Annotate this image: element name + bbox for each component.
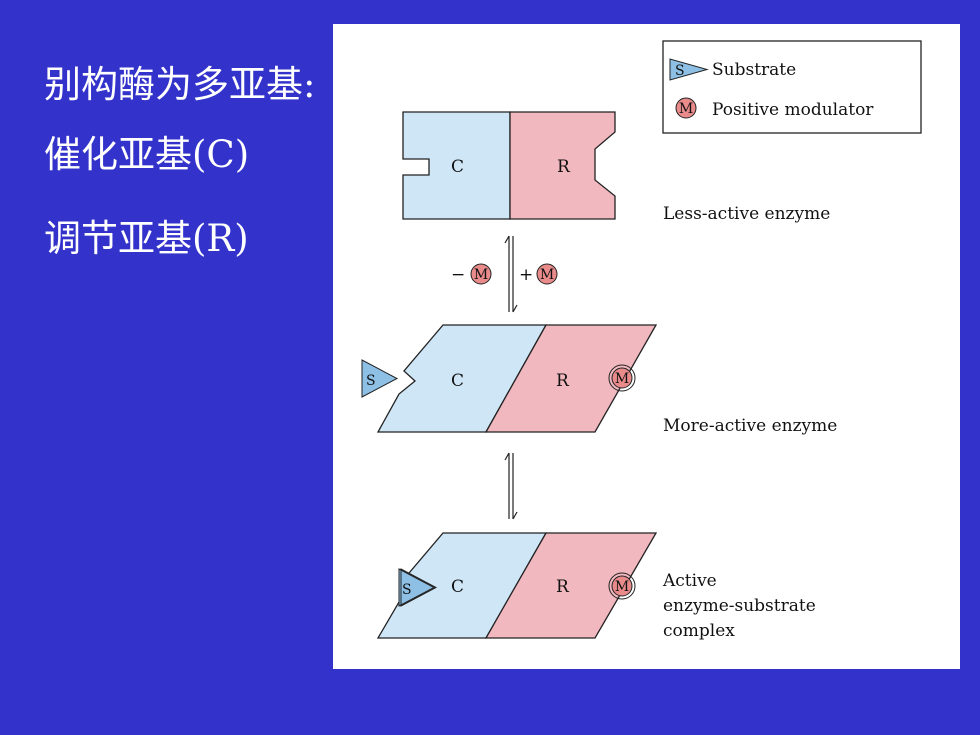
state-label-complex-line2: enzyme-substrate — [663, 596, 816, 616]
regulatory-label: R — [556, 577, 570, 597]
modulator-icon — [611, 367, 633, 389]
bullet-allosteric-multisubunit: 别构酶为多亚基: — [44, 63, 316, 106]
equilibrium-arrow-icon — [504, 452, 518, 520]
legend-modulator-label: Positive modulator — [712, 100, 874, 120]
modulator-symbol: M — [615, 371, 629, 387]
catalytic-label: C — [451, 577, 464, 597]
bullet-list: 别构酶为多亚基: 催化亚基(C) 调节亚基(R) — [44, 62, 334, 262]
state-label-complex-line3: complex — [663, 621, 735, 641]
equilibrium-arrow-icon — [504, 235, 518, 313]
substrate-bound-icon — [398, 568, 436, 607]
regulatory-label: R — [557, 157, 571, 177]
enzyme-substrate-complex: C R M S — [376, 532, 658, 639]
state-label-more-active: More-active enzyme — [663, 416, 837, 436]
substrate-symbol: S — [366, 373, 376, 389]
regulatory-subunit — [509, 111, 616, 220]
regulatory-subunit — [484, 532, 658, 639]
legend-box — [662, 40, 922, 134]
modulator-symbol: M — [615, 579, 629, 595]
bullet-catalytic-subunit: 催化亚基(C) — [44, 133, 250, 176]
substrate-outline — [400, 568, 438, 607]
minus-sign: − — [451, 265, 465, 285]
catalytic-label: C — [451, 371, 464, 391]
substrate-icon — [361, 359, 399, 398]
modulator-icon — [675, 97, 697, 119]
bullet-regulatory-subunit: 调节亚基(R) — [44, 217, 249, 260]
regulatory-label: R — [556, 371, 570, 391]
modulator-site-ring — [608, 572, 636, 600]
modulator-site-ring — [608, 364, 636, 392]
legend-substrate-label: Substrate — [712, 60, 796, 80]
regulatory-subunit — [484, 324, 658, 433]
legend-modulator-symbol: M — [679, 101, 693, 117]
allosteric-enzyme-figure: S Substrate M Positive modulator C R Les… — [333, 24, 960, 669]
plus-sign: + — [519, 265, 533, 285]
less-active-enzyme: C R — [402, 111, 616, 220]
modulator-released-icon — [470, 263, 492, 285]
state-label-complex-line1: Active — [662, 571, 717, 591]
figure-svg: S Substrate M Positive modulator C R Les… — [361, 40, 922, 641]
substrate-icon — [669, 58, 709, 81]
legend-substrate-symbol: S — [675, 63, 685, 79]
modulator-bound-symbol: M — [540, 267, 554, 283]
modulator-released-symbol: M — [474, 267, 488, 283]
legend: S Substrate M Positive modulator — [662, 40, 922, 134]
modulator-bound-icon — [536, 263, 558, 285]
substrate-symbol: S — [402, 582, 412, 598]
more-active-enzyme: C R M S — [361, 324, 658, 433]
modulator-equilibrium: − M + M — [451, 235, 558, 313]
catalytic-label: C — [451, 157, 464, 177]
state-label-less-active: Less-active enzyme — [663, 204, 830, 224]
modulator-icon — [611, 575, 633, 597]
